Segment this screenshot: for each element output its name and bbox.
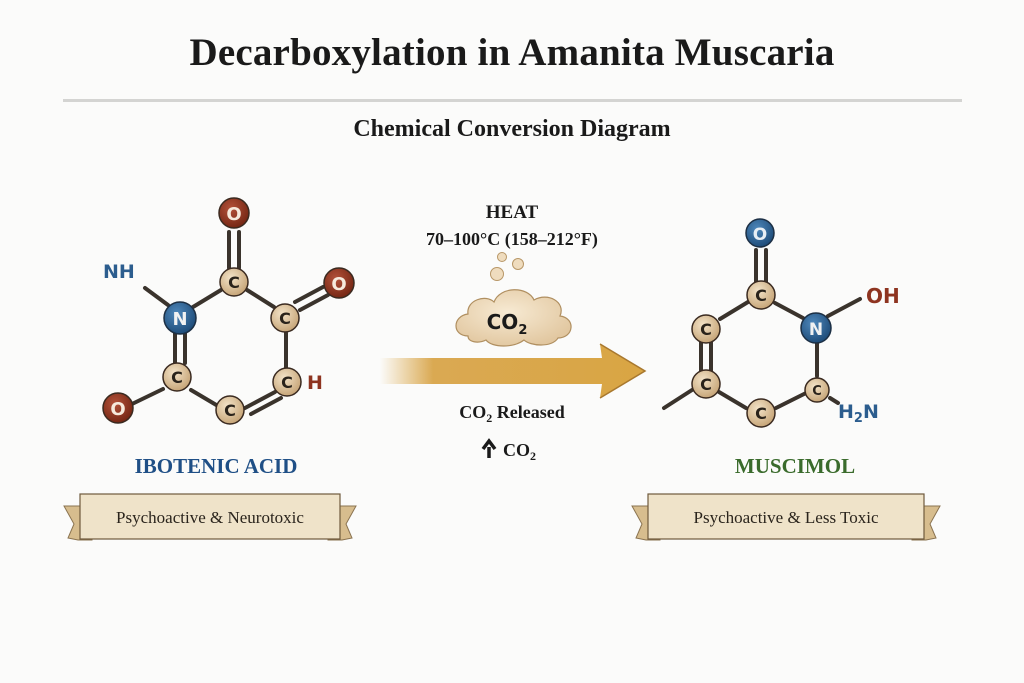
co2-cloud-icon: CO2 <box>455 289 572 347</box>
atom-c4: C <box>746 398 776 428</box>
title-divider <box>63 99 962 102</box>
bubbles-icon <box>490 252 524 281</box>
bond <box>245 288 276 309</box>
muscimol-molecule <box>662 248 862 410</box>
bond <box>298 293 330 312</box>
bond <box>293 285 325 304</box>
bond <box>826 297 862 318</box>
heat-label: HEAT <box>486 202 539 223</box>
bond <box>143 286 170 307</box>
muscimol-atoms: O C N C C C C OH H2N <box>691 218 900 428</box>
bond <box>191 288 223 309</box>
svg-text:O: O <box>753 225 767 245</box>
ibotenic-acid-molecule <box>130 230 330 416</box>
atom-c5: C <box>215 395 245 425</box>
up-arrow-icon <box>481 438 497 458</box>
atom-o-top: O <box>218 197 250 229</box>
svg-text:N: N <box>809 320 823 340</box>
svg-text:C: C <box>812 384 822 399</box>
bond <box>662 388 694 410</box>
atom-c3: C <box>272 367 302 397</box>
svg-text:C: C <box>755 404 767 423</box>
bond <box>243 390 277 410</box>
atom-n: N <box>800 312 832 344</box>
atom-c1: C <box>746 280 776 310</box>
oh-label: OH <box>866 284 900 308</box>
atom-c3: C <box>691 369 721 399</box>
svg-text:C: C <box>224 401 236 420</box>
svg-text:CO2: CO2 <box>487 310 528 338</box>
cloud-co2-label: CO <box>487 310 519 334</box>
h2n-label: H2N <box>838 401 879 426</box>
svg-text:C: C <box>700 320 712 339</box>
co2-up-label: CO2 <box>503 440 536 463</box>
co2-released-label: CO2 Released <box>459 402 564 425</box>
ibotenic-atoms: O C O C N C C C O NH H <box>102 197 355 425</box>
atom-n: N <box>163 301 197 335</box>
svg-text:C: C <box>279 309 291 328</box>
svg-text:O: O <box>226 204 241 225</box>
bond <box>774 391 808 410</box>
svg-text:C: C <box>281 373 293 392</box>
page-subtitle: Chemical Conversion Diagram <box>353 116 671 142</box>
reactant-banner: Psychoactive & Neurotoxic <box>63 493 357 541</box>
bond <box>249 396 283 416</box>
atom-o-top: O <box>745 218 775 248</box>
product-name: MUSCIMOL <box>735 454 855 478</box>
h-label: H <box>307 372 323 394</box>
svg-text:C: C <box>171 368 183 387</box>
reactant-name: IBOTENIC ACID <box>135 454 298 478</box>
cloud-co2-subscript: 2 <box>518 323 527 338</box>
bond <box>773 301 805 320</box>
atom-c2: C <box>270 303 300 333</box>
svg-text:C: C <box>755 286 767 305</box>
nh-label: NH <box>103 261 135 283</box>
page-title: Decarboxylation in Amanita Muscaria <box>189 31 835 74</box>
svg-text:O: O <box>331 274 346 295</box>
svg-text:O: O <box>110 399 125 420</box>
bond <box>189 388 220 408</box>
atom-o-right: O <box>323 267 355 299</box>
product-description: Psychoactive & Less Toxic <box>694 508 879 527</box>
atom-c1: C <box>219 267 249 297</box>
atom-c5: C <box>804 377 830 403</box>
bond <box>718 300 750 321</box>
atom-c4: C <box>162 362 192 392</box>
atom-c2: C <box>691 314 721 344</box>
reactant-description: Psychoactive & Neurotoxic <box>116 508 304 527</box>
svg-text:C: C <box>700 375 712 394</box>
product-banner: Psychoactive & Less Toxic <box>631 493 941 541</box>
svg-text:C: C <box>228 273 240 292</box>
atom-o-left: O <box>102 392 134 424</box>
svg-text:N: N <box>172 309 187 330</box>
bond <box>130 387 165 406</box>
reaction-arrow <box>380 343 647 399</box>
temperature-label: 70–100°C (158–212°F) <box>426 229 598 250</box>
bond <box>717 390 748 410</box>
bond <box>828 396 840 405</box>
